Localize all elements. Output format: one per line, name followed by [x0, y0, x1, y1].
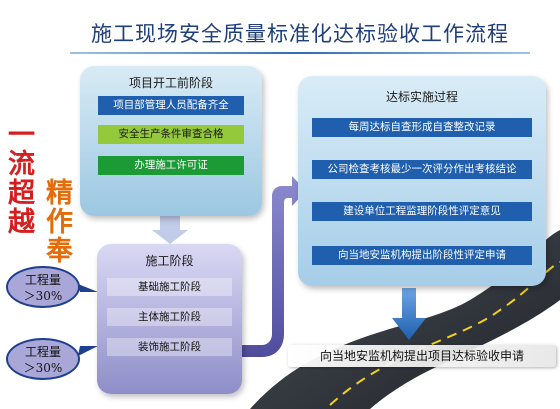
construction-step-foundation: 基础施工阶段 — [107, 278, 232, 296]
bubble-2-line2: ＞30% — [23, 361, 63, 375]
pre-step-safety-review: 安全生产条件审查合格 — [98, 125, 244, 144]
slogan-orange: 精作奉 — [41, 178, 72, 265]
bubble-1-line2: ＞30% — [23, 289, 63, 303]
bubble-1-line1: 工程量 — [24, 273, 61, 287]
workload-bubble-2: 工程量 ＞30% — [6, 338, 80, 380]
construction-panel: 施工阶段 基础施工阶段 主体施工阶段 装饰施工阶段 — [97, 244, 242, 394]
construction-title: 施工阶段 — [145, 254, 194, 268]
construction-step-structure: 主体施工阶段 — [107, 308, 232, 326]
construction-step-decoration: 装饰施工阶段 — [107, 338, 232, 356]
slogan-red: 一流超越 — [3, 120, 34, 236]
bubble-2-line1: 工程量 — [24, 345, 61, 359]
bubble-pointer-1 — [78, 284, 98, 292]
down-connector — [152, 216, 188, 244]
pre-step-permit: 办理施工许可证 — [98, 156, 244, 175]
impl-step-company-assessment: 公司检查考核最少一次评分作出考核结论 — [312, 160, 532, 179]
impl-step-supervision-opinion: 建设单位工程监理阶段性评定意见 — [312, 202, 532, 221]
flow-arrow-to-implementation — [242, 176, 306, 357]
impl-step-weekly-check: 每周达标自查形成自查整改记录 — [312, 118, 532, 137]
title-underline — [70, 52, 530, 54]
flow-arrow-to-final — [392, 288, 426, 340]
final-acceptance-step: 向当地安监机构提出项目达标验收申请 — [288, 345, 556, 367]
pre-construction-title: 项目开工前阶段 — [128, 76, 213, 90]
implementation-panel: 达标实施过程 每周达标自查形成自查整改记录 公司检查考核最少一次评分作出考核结论… — [298, 76, 546, 286]
pre-step-staffing: 项目部管理人员配备齐全 — [98, 96, 244, 115]
implementation-title: 达标实施过程 — [385, 90, 458, 104]
page-title: 施工现场安全质量标准化达标验收工作流程 — [91, 22, 509, 46]
workload-bubble-1: 工程量 ＞30% — [6, 266, 80, 308]
bubble-pointer-2 — [78, 346, 98, 356]
pre-construction-panel: 项目开工前阶段 项目部管理人员配备齐全 安全生产条件审查合格 办理施工许可证 — [80, 66, 262, 216]
impl-step-stage-application: 向当地安监机构提出阶段性评定申请 — [312, 246, 532, 265]
